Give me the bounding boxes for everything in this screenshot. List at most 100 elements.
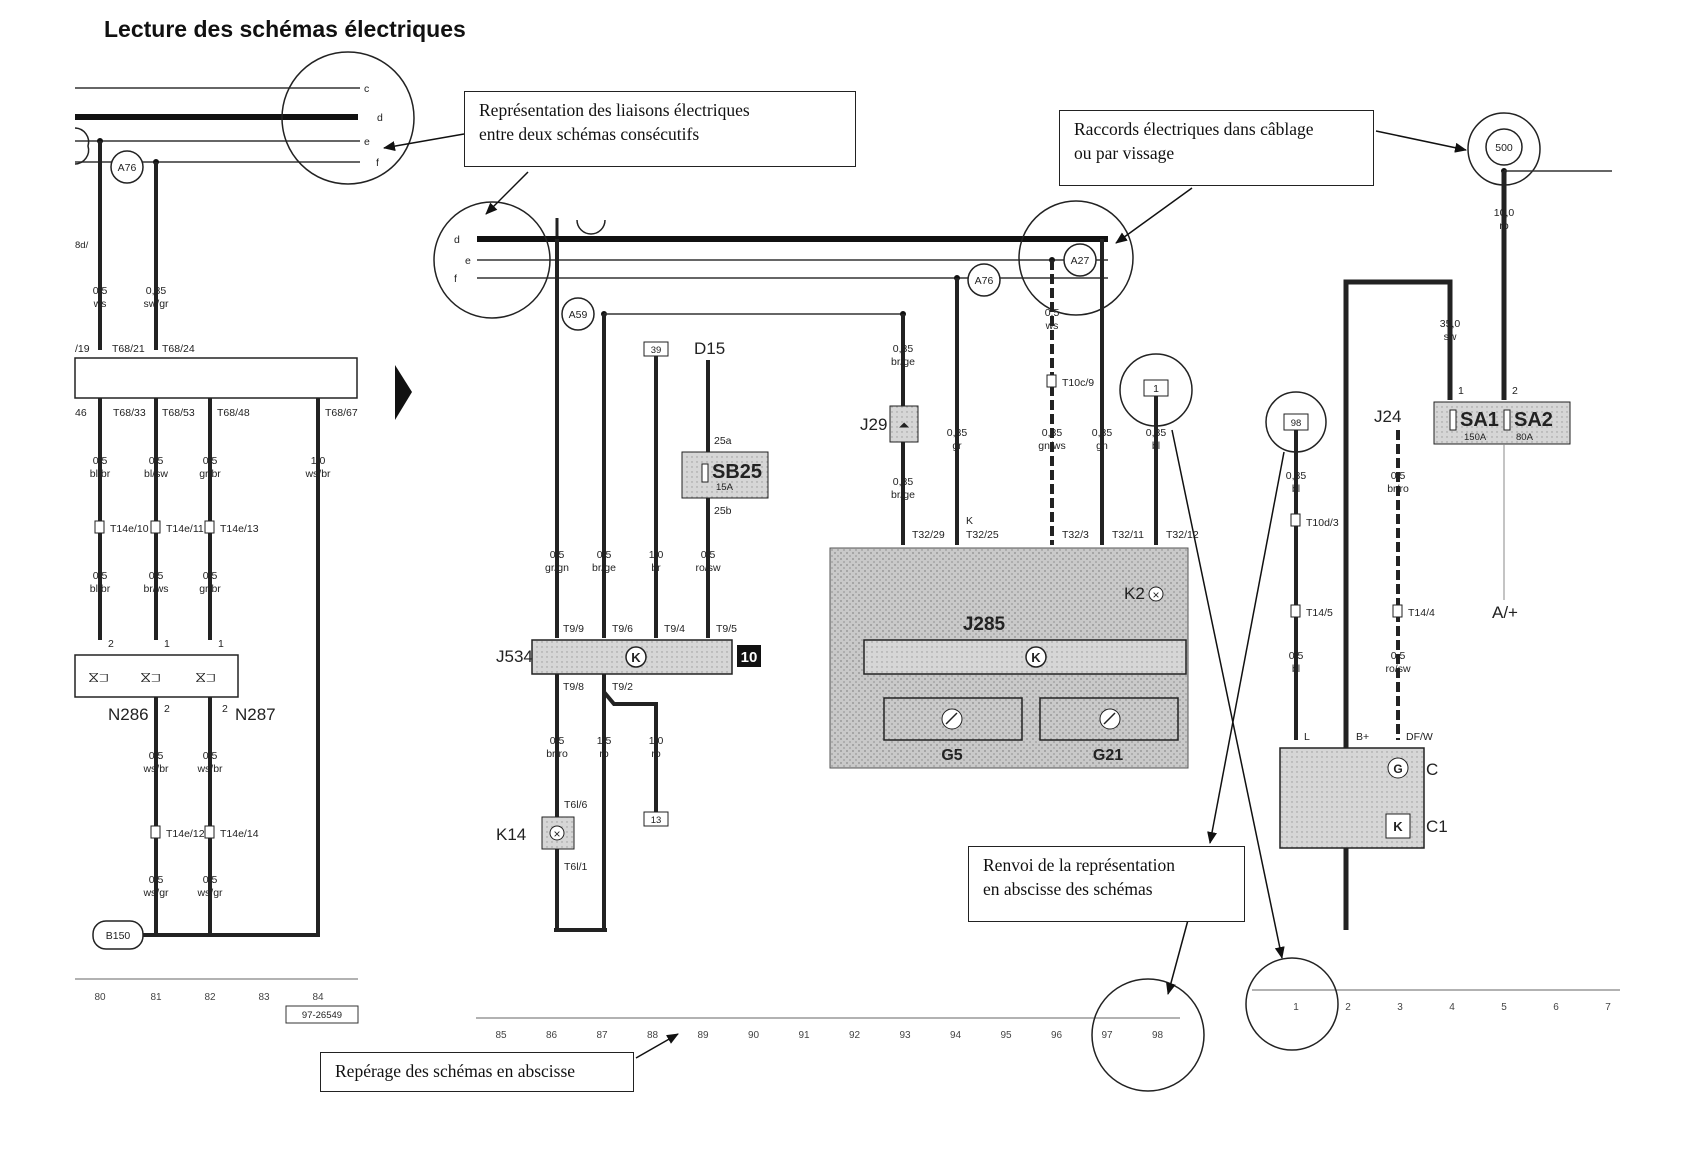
abscissa-label: 82	[204, 992, 216, 1003]
wire-color: br/ge	[891, 489, 915, 501]
callout-circle-center	[433, 201, 551, 319]
pin-number: 2	[164, 703, 170, 715]
wire-color: bl	[1152, 440, 1160, 452]
wire-color: ws	[93, 298, 107, 310]
connector-label: T14e/12	[166, 828, 205, 840]
terminal-label: A/+	[1492, 603, 1518, 622]
abscissa-label: 88	[647, 1030, 659, 1041]
ground-point-a27	[1063, 243, 1097, 277]
abscissa-label: 7	[1605, 1002, 1611, 1013]
abscissa-label: 3	[1397, 1002, 1403, 1013]
valve-symbol: ⧖⊐	[140, 669, 160, 686]
wire-size: 1,0	[649, 549, 664, 561]
reference-number: 13	[651, 815, 662, 826]
wire-size: 0,5	[93, 285, 108, 297]
ground-label-500: 500	[1495, 142, 1513, 154]
callout-circle-98	[1091, 978, 1205, 1092]
pin-label: DF/W	[1406, 731, 1433, 743]
fuse-rating: 15A	[716, 482, 734, 493]
bus-letter-f: f	[454, 273, 457, 285]
wire-color: br/ge	[891, 356, 915, 368]
connector-pin: T68/48	[217, 407, 250, 419]
callout-line: entre deux schémas consécutifs	[479, 124, 700, 144]
ground-label-b150: B150	[106, 930, 131, 942]
callout-line: Renvoi de la représentation	[983, 855, 1175, 875]
abscissa-label: 6	[1553, 1002, 1559, 1013]
svg-text:×: ×	[553, 827, 560, 841]
pin-label: T6l/6	[564, 799, 588, 811]
abscissa-label: 83	[258, 992, 270, 1003]
wire-color: ws/br	[142, 763, 169, 775]
callout-line: en abscisse des schémas	[983, 879, 1153, 899]
connector-pin: T68/67	[325, 407, 358, 419]
wire-color: bl/br	[90, 468, 111, 480]
wire-size: 0,5	[701, 549, 716, 561]
abscissa-label: 90	[748, 1030, 760, 1041]
abscissa-label: 97	[1101, 1030, 1113, 1041]
wire-color: br/ws	[143, 583, 168, 595]
connector-pin: K	[966, 515, 973, 527]
abscissa-label: 89	[697, 1030, 709, 1041]
wire-size: 0,5	[597, 549, 612, 561]
wire-size: 0,5	[1391, 470, 1406, 482]
ground-label-a59: A59	[569, 309, 588, 321]
wire-size: 0,35	[1092, 427, 1113, 439]
fuse-label: SA2	[1514, 409, 1553, 431]
control-unit-label: J534	[496, 647, 533, 666]
wire-size: 0,5	[1391, 650, 1406, 662]
relay-label: J29	[860, 415, 887, 434]
relay-j29	[889, 405, 919, 443]
wire-color: br/ro	[546, 748, 568, 760]
gauge-label: G21	[1093, 747, 1123, 764]
center-panel: d e f A59 0,35 br/ge ⏶ J29 0,35 br/ge A7…	[433, 200, 1205, 1092]
connector-label: T10c/9	[1062, 377, 1094, 389]
wire-color: gr/gn	[545, 562, 569, 574]
connector-pin: T9/5	[716, 623, 737, 635]
wire-size: 0,5	[550, 549, 565, 561]
abscissa-label: 98	[1152, 1030, 1164, 1041]
cluster-icon	[1025, 646, 1047, 668]
callout-line: ou par vissage	[1074, 143, 1175, 163]
reference-box-13	[643, 811, 669, 827]
wire-size: 0,35	[893, 343, 914, 355]
callout-circle-a27	[1018, 200, 1134, 316]
fuse-rating: 150A	[1464, 432, 1487, 443]
connector-pin: T9/2	[612, 681, 633, 693]
right-panel: 500 10,0 ro 35,0 sw 1 2 SA1 150A SA2 80A…	[1245, 112, 1620, 1051]
wire-color: ws	[1045, 320, 1059, 332]
reference-number: 97-26549	[302, 1010, 342, 1021]
connector-pin: T32/3	[1062, 529, 1089, 541]
wire-color: ws/gr	[196, 887, 223, 899]
pin-number: 2	[108, 638, 114, 650]
connector-pin: T9/4	[664, 623, 685, 635]
wire-size: 1,0	[649, 735, 664, 747]
wire-color: br	[651, 562, 661, 574]
pin-label: T6l/1	[564, 861, 588, 873]
wire-color: ws/gr	[142, 887, 169, 899]
wire-size: 0,5	[203, 570, 218, 582]
pin-number: 1	[1458, 385, 1464, 397]
wire-color: br/ge	[592, 562, 616, 574]
connector-pin: T68/33	[113, 407, 146, 419]
wire-color: bl	[1292, 483, 1300, 495]
reference-number: 39	[651, 345, 662, 356]
svg-text:G: G	[1393, 762, 1402, 776]
callout-abscissa: Repérage des schémas en abscisse	[320, 1052, 634, 1092]
wire-size: 0,5	[1289, 650, 1304, 662]
wire-size: 0,5	[93, 455, 108, 467]
wire-color: gr	[952, 440, 962, 452]
wire-color: ro/sw	[695, 562, 721, 574]
bus-letter-d: d	[377, 112, 383, 124]
bus-letter-d: d	[454, 234, 460, 246]
pin-number: 1	[218, 638, 224, 650]
callout-circle-1	[1245, 957, 1339, 1051]
wire-color: ws/br	[196, 763, 223, 775]
svg-text:K: K	[1031, 650, 1041, 665]
reference-number: 98	[1291, 418, 1302, 429]
abscissa-label: 95	[1000, 1030, 1012, 1041]
wire-size: 0,5	[149, 750, 164, 762]
wire-color: bl/sw	[144, 468, 168, 480]
connector-pin: T32/12	[1166, 529, 1199, 541]
